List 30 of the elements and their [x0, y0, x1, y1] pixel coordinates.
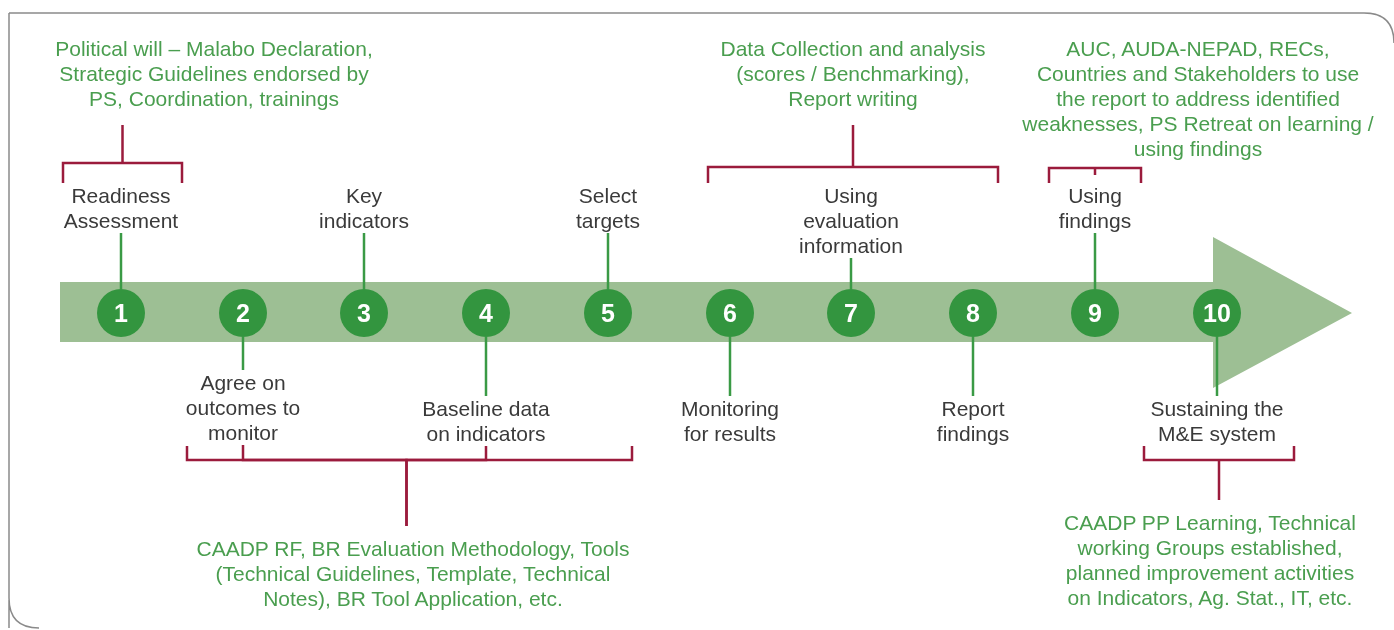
step-label: Agree on outcomes to monitor — [181, 370, 305, 445]
connector-line — [849, 258, 853, 289]
note-text: CAADP RF, BR Evaluation Methodology, Tools (Technical Guidelines, Template, Technical Notes), BR Tool Application, etc. — [182, 536, 644, 611]
connector-line — [728, 337, 732, 396]
step-label: Monitoring for results — [677, 396, 783, 446]
connector-line — [362, 233, 366, 289]
note-text: AUC, AUDA-NEPAD, RECs, Countries and Stakeholders to use the report to address identified weaknesses, PS Retreat on learning / using findings — [1021, 36, 1375, 161]
bracket-connector — [405, 446, 488, 526]
note-text: Data Collection and analysis (scores / Benchmarking), Report writing — [717, 36, 989, 111]
step-label: Readiness Assessment — [61, 183, 181, 233]
step-label: Key indicators — [314, 183, 414, 233]
step-label: Sustaining the M&E system — [1146, 396, 1288, 446]
bracket-connector — [1047, 166, 1143, 185]
note-text: CAADP PP Learning, Technical working Groups established, planned improvement activities on Indicators, Ag. Stat., IT, etc. — [1059, 510, 1361, 610]
bracket-connector — [706, 123, 1000, 185]
step-label: Baseline data on indicators — [418, 396, 554, 446]
connector-line — [971, 337, 975, 396]
connector-line — [119, 233, 123, 289]
bracket-connector — [61, 123, 184, 185]
step-label: Select targets — [567, 183, 649, 233]
connector-line — [1215, 337, 1219, 396]
note-text: Political will – Malabo Declaration, Strategic Guidelines endorsed by PS, Coordination, trainings — [43, 36, 385, 111]
step-label: Using findings — [1054, 183, 1136, 233]
connector-line — [241, 337, 245, 370]
connector-line — [606, 233, 610, 289]
connector-line — [1093, 233, 1097, 289]
step-label: Using evaluation information — [795, 183, 907, 258]
bracket-connector — [1142, 444, 1296, 502]
step-label: Report findings — [932, 396, 1014, 446]
connector-line — [484, 337, 488, 396]
